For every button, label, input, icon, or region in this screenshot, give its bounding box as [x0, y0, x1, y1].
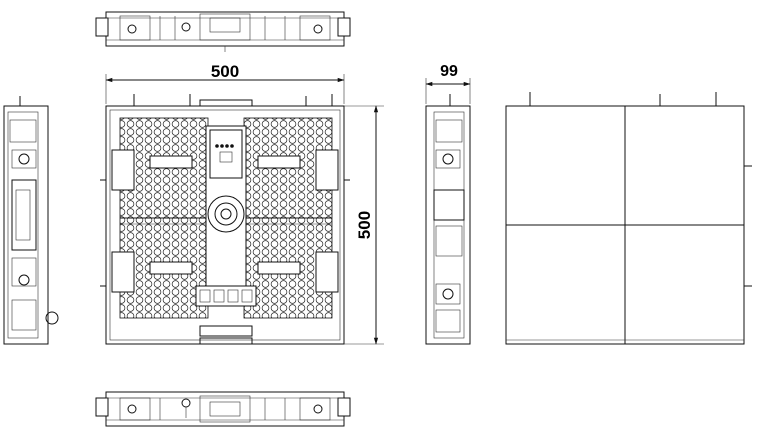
rear-view — [100, 94, 350, 345]
bottom-view — [95, 391, 351, 427]
front-face-view — [505, 92, 752, 345]
height-dimension: 500 — [344, 105, 384, 345]
height-dimension-label: 500 — [355, 211, 374, 239]
top-view — [95, 11, 351, 52]
depth-dimension-label: 99 — [440, 63, 458, 80]
depth-dimension: 99 — [425, 63, 471, 104]
left-side-view — [3, 96, 59, 345]
right-side-view — [425, 94, 471, 345]
width-dimension-label: 500 — [211, 62, 239, 81]
width-dimension: 500 — [105, 62, 345, 104]
